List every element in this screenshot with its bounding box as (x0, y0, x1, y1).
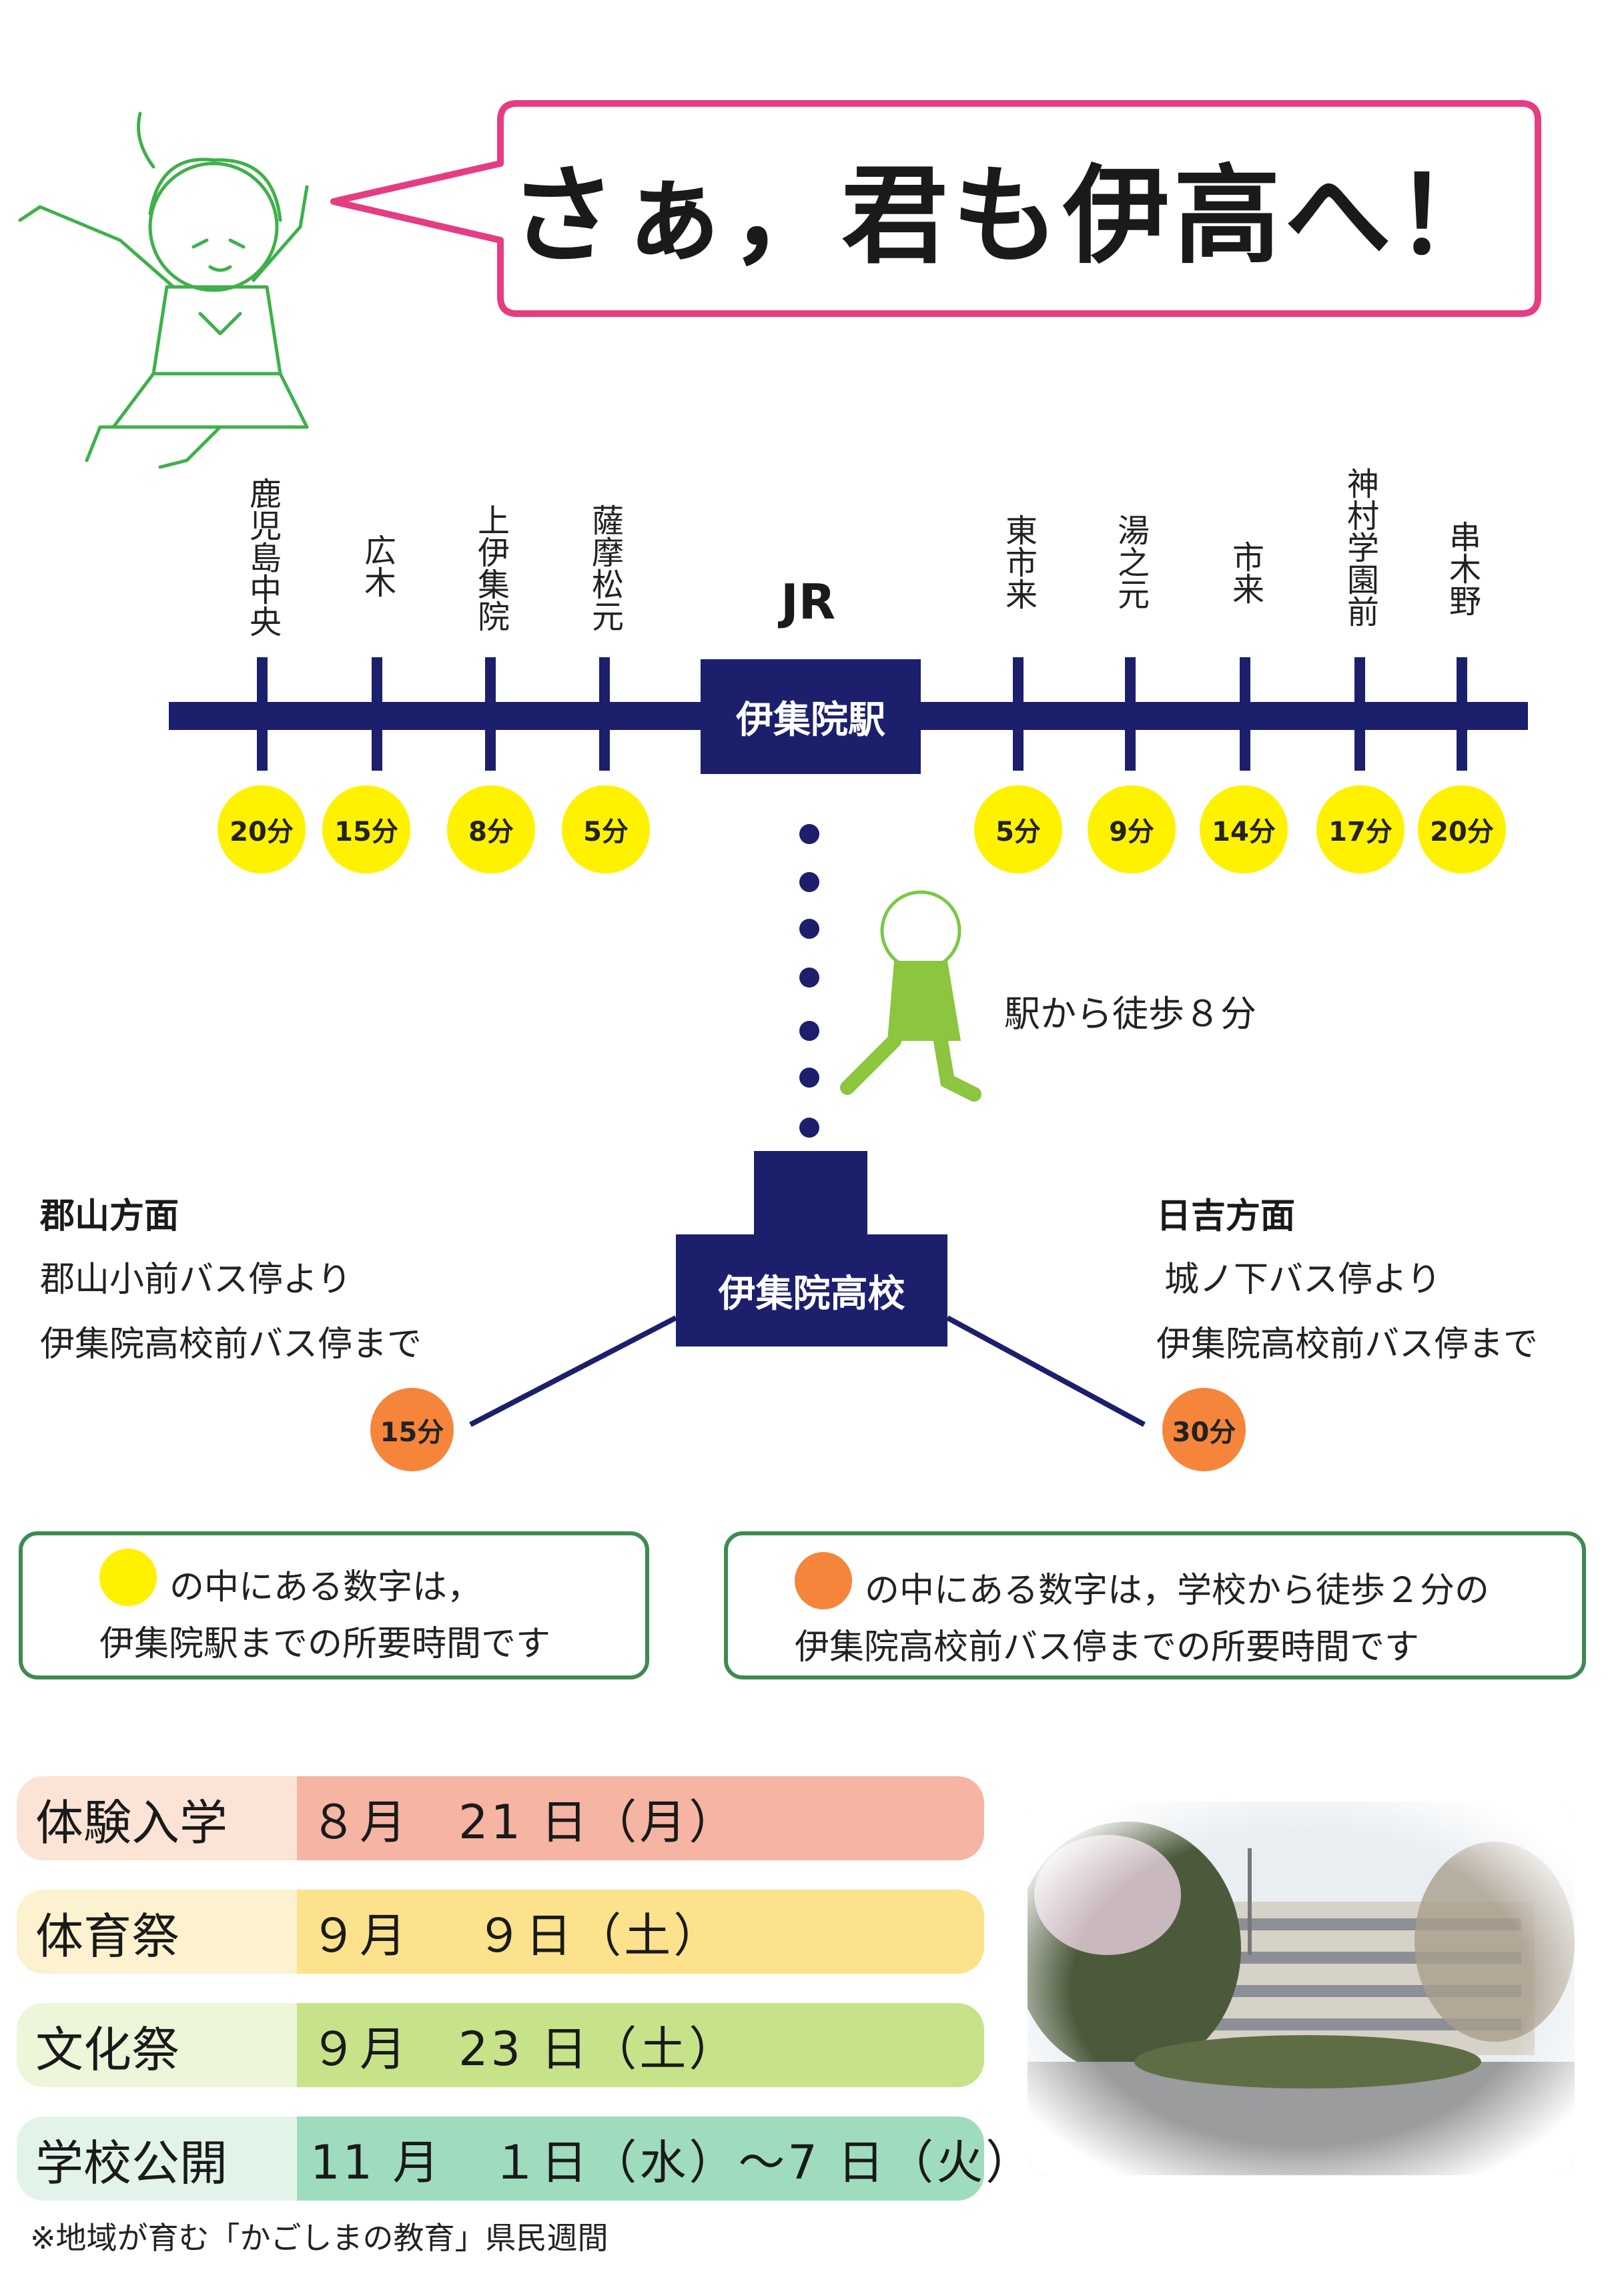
right-direction-line1: 城ノ下バス停より (1164, 1260, 1441, 1300)
time-circle-ichiki: 14分 (1200, 785, 1288, 873)
station-higashi-ichiki: 東市来 (999, 514, 1037, 610)
event-date: ９月 ９日（土） (257, 1890, 984, 1974)
event-row: 11 月 １日（水）～7 日（火） 学校公開 (17, 2117, 1032, 2201)
time-circle-kami-ijuin: 8分 (447, 785, 535, 873)
ijuin-station-box: 伊集院駅 (701, 659, 921, 774)
legend-orange-line1: の中にある数字は，学校から徒歩２分の (865, 1571, 1490, 1611)
yellow-dot-icon (99, 1549, 157, 1606)
bus-route-left (469, 1315, 677, 1427)
ijuin-high-school-box: 伊集院高校 (676, 1234, 947, 1347)
girl-character-illustration (18, 111, 309, 469)
event-label: 体育祭 (17, 1890, 297, 1974)
station-kagoshima-chuo: 鹿児島中央 (244, 477, 281, 637)
west-station-ticks (257, 657, 610, 771)
station-kamimura-gakuen-mae: 神村学園前 (1341, 467, 1378, 627)
time-circle-yunomoto: 9分 (1088, 785, 1176, 873)
legend-yellow-box: の中にある数字は， 伊集院駅までの所要時間です (19, 1531, 649, 1679)
station-ichiki: 市来 (1226, 540, 1264, 605)
station-satsuma-matsumoto: 薩摩松元 (586, 504, 623, 632)
headline: さぁ，君も伊高へ！ (508, 153, 1506, 278)
speech-bubble (330, 100, 1541, 317)
time-circle-satsuma-matsumoto: 5分 (562, 785, 650, 873)
event-date: ８月 21 日（月） (257, 1776, 984, 1860)
event-label: 文化祭 (17, 2003, 297, 2087)
legend-orange-box: の中にある数字は，学校から徒歩２分の 伊集院高校前バス停までの所要時間です (724, 1531, 1586, 1679)
time-circle-hiroki: 15分 (322, 785, 410, 873)
event-row: ９月 23 日（土） 文化祭 (17, 2003, 984, 2087)
right-direction-title: 日吉方面 (1156, 1196, 1296, 1236)
event-date: ９月 23 日（土） (257, 2003, 984, 2087)
right-direction-line2: 伊集院高校前バス停まで (1156, 1324, 1539, 1365)
bus-time-circle-right: 30分 (1162, 1388, 1246, 1471)
jr-label: JR (781, 574, 836, 630)
school-photo (1028, 1802, 1575, 2175)
event-label: 学校公開 (17, 2117, 297, 2201)
time-circle-kushikino: 20分 (1418, 785, 1506, 873)
bus-route-right (946, 1315, 1146, 1427)
left-direction-line1: 郡山小前バス停より (40, 1260, 352, 1300)
time-circle-kamimura-gakuen-mae: 17分 (1316, 785, 1404, 873)
event-label: 体験入学 (17, 1776, 297, 1860)
station-hiroki: 広木 (358, 534, 396, 598)
orange-dot-icon (795, 1552, 852, 1609)
walk-time-text: 駅から徒歩８分 (1004, 993, 1256, 1035)
school-building-tower (754, 1151, 867, 1238)
left-direction-title: 郡山方面 (40, 1196, 179, 1236)
legend-yellow-line1: の中にある数字は， (169, 1567, 482, 1607)
left-direction-line2: 伊集院高校前バス停まで (40, 1324, 422, 1365)
legend-orange-line2: 伊集院高校前バス停までの所要時間です (795, 1627, 1420, 1667)
walking-boy-illustration (840, 890, 981, 1102)
station-kami-ijuin: 上伊集院 (472, 504, 509, 632)
time-circle-higashi-ichiki: 5分 (974, 785, 1062, 873)
bus-time-circle-left: 15分 (370, 1388, 454, 1471)
time-circle-kagoshima-chuo: 20分 (218, 785, 306, 873)
legend-yellow-line2: 伊集院駅までの所要時間です (99, 1624, 551, 1664)
event-row: ９月 ９日（土） 体育祭 (17, 1890, 984, 1974)
event-row: ８月 21 日（月） 体験入学 (17, 1776, 984, 1860)
east-station-ticks (1013, 657, 1467, 771)
station-yunomoto: 湯之元 (1112, 514, 1149, 610)
station-kushikino: 串木野 (1443, 520, 1481, 617)
walking-route-dots (799, 824, 819, 1138)
event-date: 11 月 １日（水）～7 日（火） (257, 2117, 1032, 2201)
footnote: ※地域が育む「かごしまの教育」県民週間 (30, 2220, 609, 2256)
